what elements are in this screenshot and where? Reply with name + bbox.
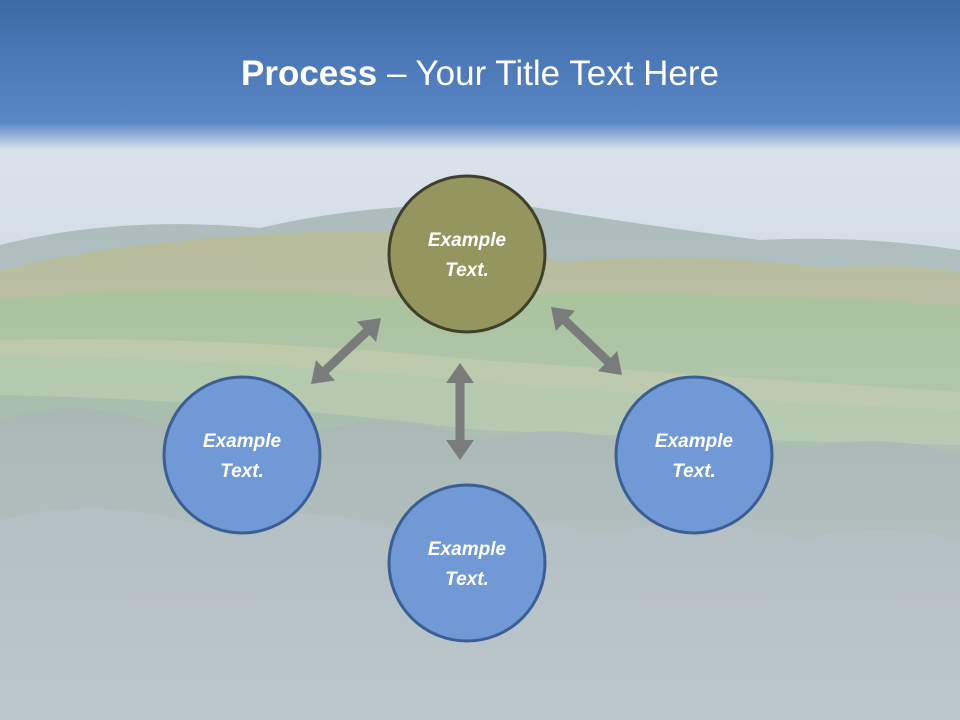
title-rest: Your Title Text Here — [415, 54, 720, 93]
node-circle-left — [162, 375, 322, 535]
node-label-line2-right: Text. — [672, 461, 716, 482]
node-label-line2-left: Text. — [220, 461, 264, 482]
arrow-top-bottom — [446, 363, 474, 460]
node-label-line1-bottom: Example — [428, 539, 507, 560]
arrow-top-left — [310, 317, 382, 385]
arrow-top-right — [550, 306, 623, 376]
node-circle-right — [614, 375, 774, 535]
title-bar — [0, 0, 960, 150]
title-bold: Process — [241, 54, 378, 93]
node-label-line2-top: Text. — [445, 260, 489, 281]
node-label-line1-left: Example — [203, 431, 282, 452]
node-circle-bottom — [387, 483, 547, 643]
node-circle-top — [387, 174, 547, 334]
node-label-line1-top: Example — [428, 230, 507, 251]
slide-title: Process – Your Title Text Here — [0, 52, 960, 96]
node-label-line1-right: Example — [655, 431, 734, 452]
node-label-line2-bottom: Text. — [445, 569, 489, 590]
title-separator: – — [377, 54, 416, 93]
